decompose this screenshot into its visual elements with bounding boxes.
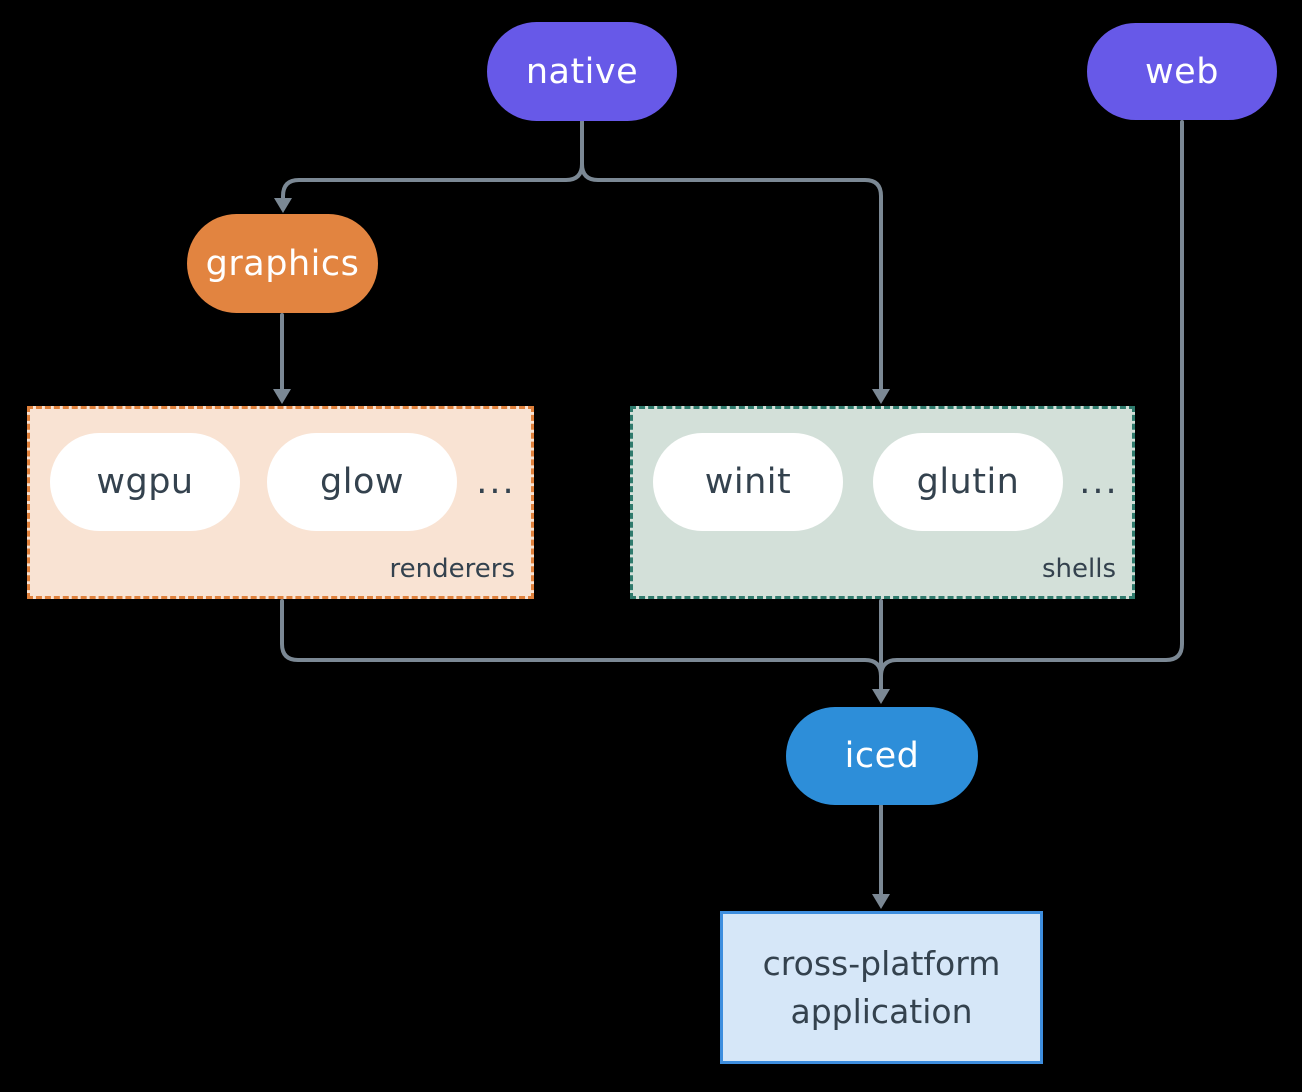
node-graphics: graphics — [187, 214, 378, 313]
group-shells: winit glutin ... shells — [630, 406, 1135, 599]
node-wgpu-label: wgpu — [96, 462, 194, 502]
node-web-label: web — [1145, 51, 1219, 92]
node-cross-platform-application: cross-platform application — [720, 911, 1043, 1064]
node-glutin: glutin — [873, 433, 1063, 531]
group-shells-label: shells — [1041, 554, 1116, 584]
arrowhead-graphics — [274, 198, 292, 213]
node-glow-label: glow — [320, 462, 404, 502]
group-renderers: wgpu glow ... renderers — [27, 406, 534, 599]
node-iced-label: iced — [844, 736, 920, 776]
node-glow: glow — [267, 433, 457, 531]
edge-native-graphics — [281, 120, 584, 201]
node-iced: iced — [786, 707, 978, 805]
node-winit: winit — [653, 433, 843, 531]
node-wgpu: wgpu — [50, 433, 240, 531]
arrowhead-shells — [872, 389, 890, 404]
node-glutin-label: glutin — [916, 462, 1020, 502]
node-winit-label: winit — [704, 462, 792, 502]
renderers-ellipsis: ... — [476, 462, 516, 502]
node-native: native — [487, 22, 677, 121]
node-app-label-line1: cross-platform — [762, 943, 1001, 983]
shells-ellipsis: ... — [1079, 462, 1119, 502]
node-web: web — [1087, 23, 1277, 120]
edge-native-shells — [580, 120, 883, 393]
arrowhead-renderers — [273, 389, 291, 404]
arrowhead-app — [872, 894, 890, 909]
node-native-label: native — [525, 51, 639, 92]
arrowhead-iced — [872, 689, 890, 704]
edge-renderers-iced — [280, 599, 883, 678]
node-graphics-label: graphics — [205, 243, 360, 284]
node-app-label-line2: application — [790, 991, 973, 1031]
group-renderers-label: renderers — [389, 554, 515, 584]
